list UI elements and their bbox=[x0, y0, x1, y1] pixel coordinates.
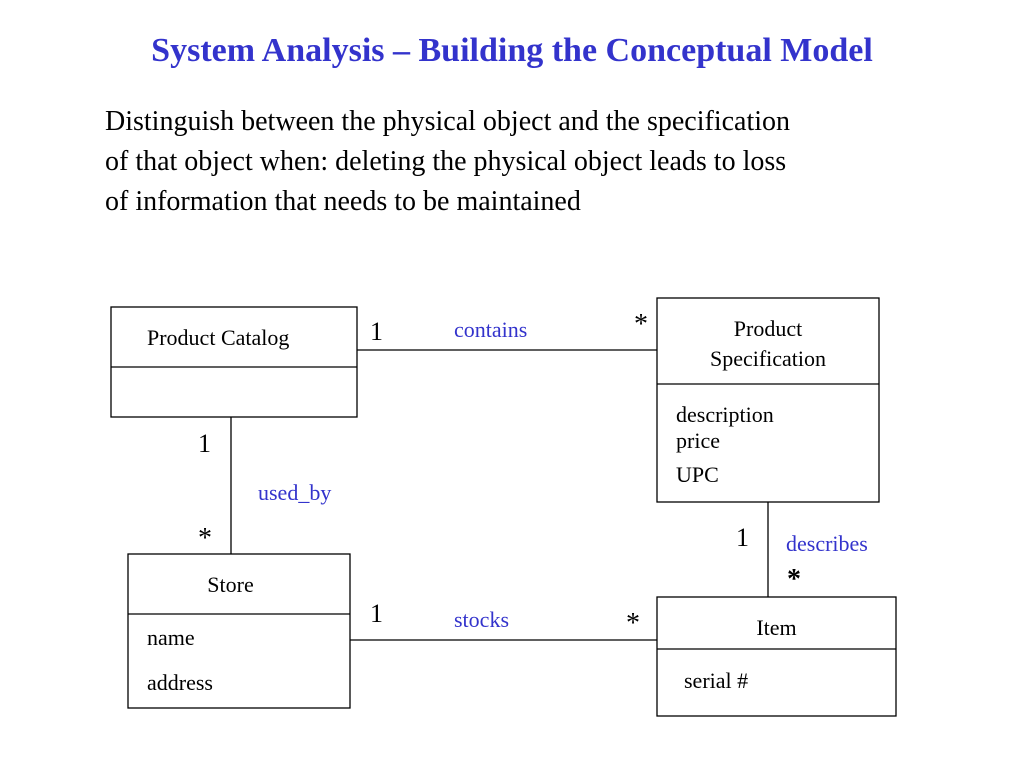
product-specification-name-line-1: Product bbox=[733, 316, 803, 341]
product-specification-name: Product Specification bbox=[657, 316, 879, 373]
describes-multiplicity-from: 1 bbox=[736, 523, 749, 552]
attribute-name: name bbox=[147, 625, 195, 650]
attribute-serial: serial # bbox=[684, 668, 749, 693]
stocks-multiplicity-to: * bbox=[626, 608, 640, 639]
contains-label: contains bbox=[454, 317, 528, 342]
body-paragraph: Distinguish between the physical object … bbox=[105, 102, 965, 222]
store-name: Store bbox=[207, 572, 254, 597]
describes-multiplicity-to: * bbox=[787, 564, 801, 595]
attribute-price: price bbox=[676, 428, 720, 453]
attribute-description: description bbox=[676, 402, 774, 427]
used-by-multiplicity-from: 1 bbox=[198, 429, 211, 458]
stocks-label: stocks bbox=[454, 607, 509, 632]
attribute-upc: UPC bbox=[676, 462, 719, 487]
contains-multiplicity-from: 1 bbox=[370, 317, 383, 346]
product-specification-name-line-2: Specification bbox=[709, 346, 827, 372]
describes-label: describes bbox=[786, 531, 868, 556]
product-catalog-name: Product Catalog bbox=[147, 325, 290, 350]
body-line-3: of information that needs to be maintain… bbox=[105, 186, 581, 217]
slide-title: System Analysis – Building the Conceptua… bbox=[151, 32, 873, 69]
attribute-address: address bbox=[147, 670, 213, 695]
product-catalog-box bbox=[110, 306, 358, 418]
body-line-1: Distinguish between the physical object … bbox=[105, 106, 791, 137]
used-by-label: used_by bbox=[258, 480, 332, 505]
stocks-multiplicity-from: 1 bbox=[370, 599, 383, 628]
body-line-2: of that object when: deleting the physic… bbox=[105, 146, 787, 177]
item-name: Item bbox=[756, 615, 797, 640]
item-box bbox=[656, 596, 897, 717]
store-box bbox=[127, 553, 351, 709]
used-by-multiplicity-to: * bbox=[198, 523, 212, 554]
contains-multiplicity-to: * bbox=[634, 309, 648, 340]
